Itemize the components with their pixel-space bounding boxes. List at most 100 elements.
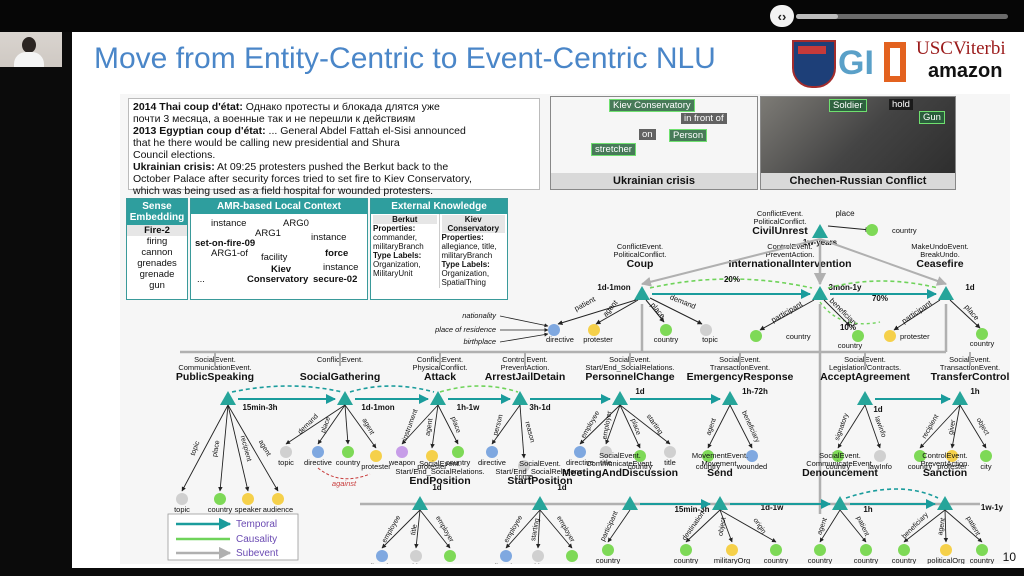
pc-edge-3 (619, 404, 671, 445)
snip-l8: which was being used as a field hospital… (133, 185, 434, 197)
sd-arg-2 (770, 544, 782, 556)
ep-cap-2: country (438, 562, 463, 564)
sd-arg-0 (680, 544, 692, 556)
cease-country-label: country (970, 339, 995, 348)
ps-cap-0: topic (174, 505, 190, 514)
meetingdiscussion-dur: 15min-3h (674, 505, 709, 514)
dn-role-1: patient (855, 515, 870, 537)
send-l2: Movement. (701, 459, 738, 468)
berkut-0: Properties: (373, 224, 416, 233)
tag-hold: hold (889, 99, 913, 110)
sense-header: Sense Embedding (127, 199, 187, 225)
ps-arg-1 (214, 493, 226, 505)
presenter-webcam[interactable] (0, 32, 62, 67)
kiev-2: militaryBranch (441, 251, 493, 260)
sa-cap-2: country (970, 556, 995, 564)
cease-dur: 1d (965, 283, 974, 292)
arrestjail-l2: PreventAction. (501, 363, 550, 372)
kiev-0: Properties: (441, 233, 484, 242)
sanction-name: Sanction (923, 467, 967, 479)
coup-place-edge (645, 299, 665, 323)
chechen-conflict-image: Soldier hold Gun Chechen-Russian Conflic… (760, 96, 956, 190)
sg-arg-0 (280, 446, 292, 458)
pc-role-0: employee (580, 410, 601, 440)
coup-country-label: country (654, 335, 679, 344)
cease-protester-arg (884, 330, 896, 342)
ep-role-2: employer (434, 515, 455, 544)
sp-arg-2 (566, 550, 578, 562)
coup-agent-edge (595, 299, 639, 325)
sg-arg-1 (312, 446, 324, 458)
md-role-0: participant (600, 510, 620, 542)
endposition-node (412, 496, 428, 510)
ps-cap-1: country (208, 505, 233, 514)
at-cap-0: weapon (388, 458, 415, 467)
sense-embedding-box: Sense Embedding Fire-2 firing cannon gre… (126, 198, 188, 300)
sense-item-1: cannon (141, 247, 173, 258)
video-progress-bar[interactable] (796, 14, 1008, 19)
sanction-dur: 1w-1y (981, 503, 1004, 512)
civilunrest-l2: PoliticalConflict. (754, 217, 807, 226)
pc-cap-3: title (664, 458, 676, 467)
md-cap-0: country (596, 556, 621, 564)
sp-cap-2: country (560, 562, 585, 564)
startposition-l1: SocialEvent. (519, 459, 561, 468)
berkut-5: MilitaryUnit (373, 269, 413, 278)
transfercontrol-name: TransferControl (931, 371, 1010, 383)
civil-place-edge (827, 225, 871, 233)
sg-cap-3: protester (361, 462, 391, 471)
illinois-logo (884, 42, 906, 82)
er-arg-0 (702, 450, 714, 462)
at-cap-2: country (446, 458, 471, 467)
expand-toggle-icon[interactable]: ‹› (770, 5, 794, 27)
civilunrest-l1: ConflictEvent. (757, 209, 803, 218)
cease-place-edge (949, 299, 981, 329)
event-graph-figure: 2014 Thai coup d'état: Однако протесты и… (120, 94, 1010, 564)
coup-directive-label: directive (546, 335, 574, 344)
civil-place-label: place (835, 209, 855, 218)
sanction-l2: PreventAction. (921, 459, 970, 468)
dn-arg-0 (814, 544, 826, 556)
publicspeaking-name: PublicSpeaking (176, 371, 254, 383)
startposition-node (532, 496, 548, 510)
ps-edge-1 (218, 404, 229, 492)
sense-item-2: grenades (137, 258, 177, 269)
presentation-slide: Move from Entity-Centric to Event-Centri… (72, 32, 1024, 568)
meetingdiscussion-l2: CommunicateEvent. (586, 459, 654, 468)
denouncement-dur: 1h (863, 505, 872, 514)
r2-dur-5: 1h-72h (742, 387, 768, 396)
ep-edge-1 (414, 509, 421, 549)
sanction-l1: ControlEvent. (922, 451, 967, 460)
send-node (712, 496, 728, 510)
amr-0: instance (211, 218, 247, 229)
penn-shield-logo (792, 40, 836, 88)
arrestjail-name: ArrestJailDetain (485, 371, 566, 383)
legend-subevent-label: Subevent (236, 548, 278, 559)
sa-edge-1 (943, 509, 949, 543)
r2-dur-3: 3h-1d (529, 403, 550, 412)
coup-topic-label: topic (702, 335, 718, 344)
coup-l1: ConflictEvent. (617, 242, 663, 251)
intl-participant-label: participant (770, 299, 805, 325)
intl-beneficiary-edge (823, 299, 851, 327)
civilunrest-name: CivilUnrest (752, 225, 808, 237)
startposition-l2: Start/End_SocialRelations. (495, 467, 584, 476)
aa-arg-1 (874, 450, 886, 462)
tag-person: Person (669, 129, 708, 142)
ps-edge-0 (181, 404, 229, 492)
ps-cap-3: audience (263, 505, 293, 514)
emergencyresponse-l2: TransactionEvent. (710, 363, 770, 372)
transfercontrol-node (952, 391, 968, 405)
coup-country-arg (660, 324, 672, 336)
denouncement-name: Denouncement (802, 467, 878, 479)
ep-arg-2 (444, 550, 456, 562)
snip-l4: that he there would be calling new presi… (133, 137, 400, 149)
publicspeaking-node (220, 391, 236, 405)
civil-coup-sub (641, 238, 821, 287)
legend-causality-label: Causality (236, 534, 277, 545)
kiev-5: SpatialThing (441, 278, 486, 287)
attack-l2: PhysicalConflict. (412, 363, 467, 372)
socialgathering-name: SocialGathering (300, 371, 381, 383)
external-knowledge-box: External Knowledge Berkut Properties: co… (370, 198, 508, 300)
intl-l2: PreventAction. (766, 250, 815, 259)
